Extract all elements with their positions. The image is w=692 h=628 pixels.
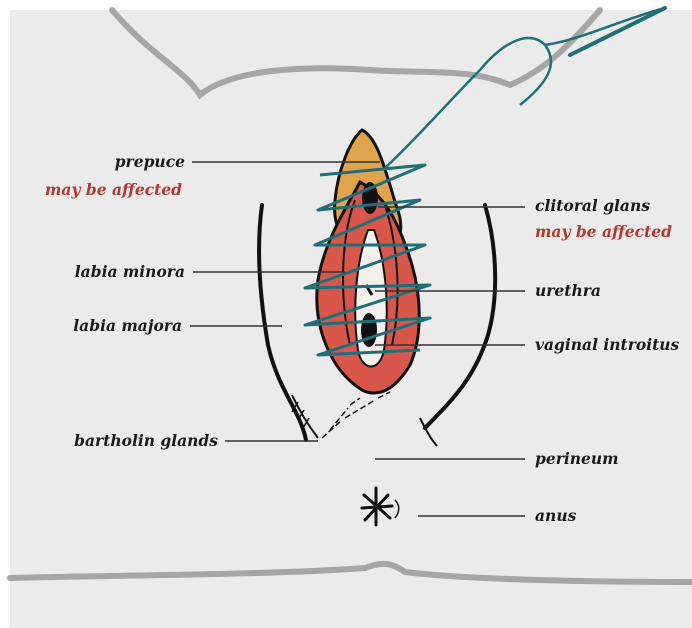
label-clitoral-glans-note: may be affected (535, 223, 672, 241)
label-labia-minora: labia minora (20, 263, 185, 281)
label-clitoral-glans: clitoral glans (535, 197, 650, 215)
label-urethra: urethra (535, 282, 601, 300)
label-prepuce: prepuce (40, 153, 185, 171)
label-bartholin-glands: bartholin glands (20, 432, 218, 450)
label-labia-majora: labia majora (20, 317, 182, 335)
label-perineum: perineum (535, 450, 619, 468)
vaginal-introitus-shape (361, 313, 377, 347)
label-anus: anus (535, 507, 576, 525)
label-prepuce-note: may be affected (20, 181, 182, 199)
label-vaginal-introitus: vaginal introitus (535, 336, 679, 354)
